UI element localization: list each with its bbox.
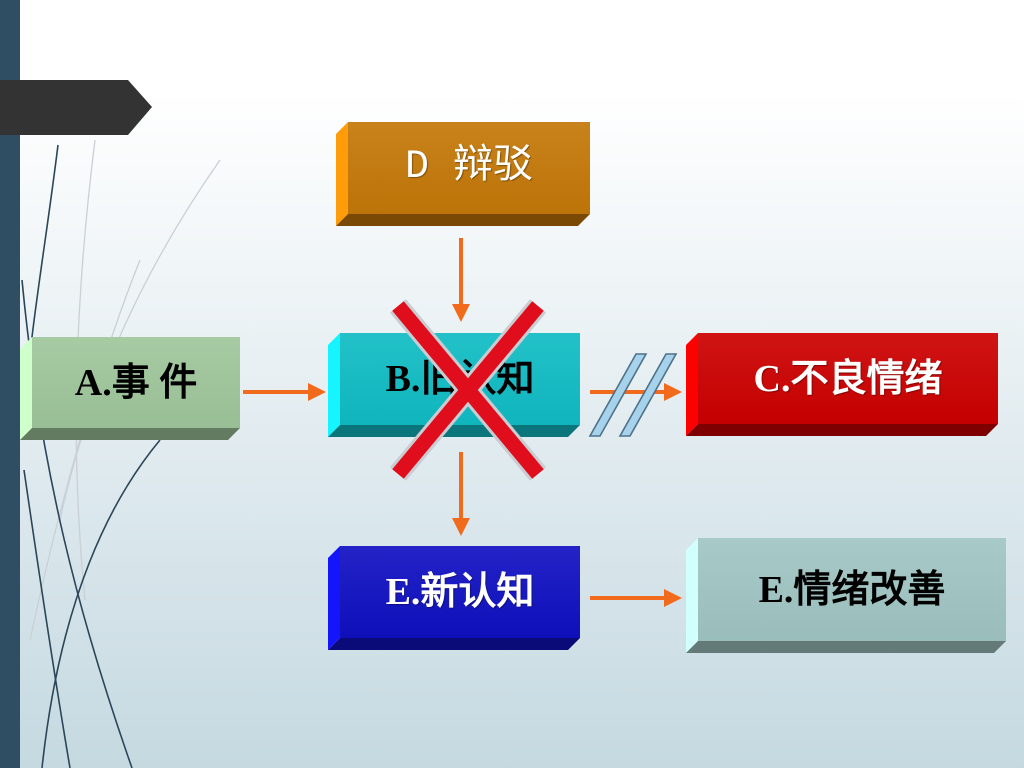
node-event: A.事 件 (20, 337, 240, 440)
box-face: E.新认知 (340, 546, 580, 638)
box-bevel-left (328, 333, 340, 437)
box-bevel-left (20, 337, 32, 440)
node-dispute: D 辩驳 (336, 122, 590, 226)
box-bevel-bottom (20, 428, 240, 440)
box-bevel-bottom (328, 425, 580, 437)
box-bevel-left (328, 546, 340, 650)
box-bevel-left (336, 122, 348, 226)
node-label: E.新认知 (385, 571, 535, 613)
box-bevel-bottom (328, 638, 580, 650)
box-face: A.事 件 (32, 337, 240, 428)
box-bevel-left (686, 333, 698, 436)
box-face: C.不良情绪 (698, 333, 998, 424)
node-bad-emotion: C.不良情绪 (686, 333, 998, 436)
box-bevel-left (686, 538, 698, 653)
decorative-curve (59, 159, 221, 521)
box-face: D 辩驳 (348, 122, 590, 214)
node-label: C.不良情绪 (753, 357, 943, 400)
left-accent-bar (0, 0, 20, 768)
node-label: E.情绪改善 (758, 568, 946, 611)
node-emotion-improved: E.情绪改善 (686, 538, 1006, 653)
box-bevel-bottom (686, 641, 1006, 653)
box-bevel-bottom (336, 214, 590, 226)
node-label: A.事 件 (74, 361, 198, 404)
node-new-belief: E.新认知 (328, 546, 580, 650)
title-tag-shape (0, 80, 152, 135)
box-bevel-bottom (686, 424, 998, 436)
decorative-curve (41, 439, 161, 768)
box-face: B.旧认知 (340, 333, 580, 425)
node-label: D 辩驳 (404, 145, 533, 190)
decorative-curve (29, 259, 141, 641)
node-old-belief: B.旧认知 (328, 333, 580, 437)
decorative-curve (23, 469, 71, 768)
box-face: E.情绪改善 (698, 538, 1006, 641)
node-label: B.旧认知 (385, 358, 535, 400)
